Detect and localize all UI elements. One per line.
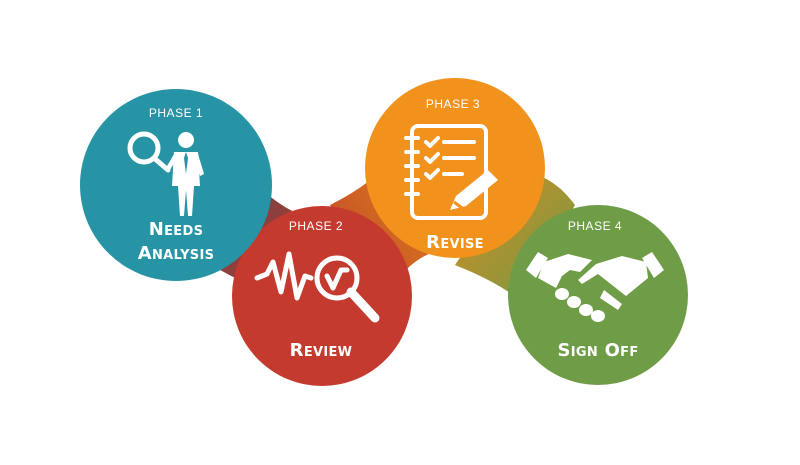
handshake-icon — [526, 252, 664, 322]
magnifier-person-icon — [127, 131, 204, 216]
phase-1-label: PHASE 1 — [148, 106, 204, 120]
checklist-pencil-icon — [404, 124, 498, 220]
phase-1-title-line1: Needs — [148, 219, 204, 240]
phase-2-title: Review — [289, 340, 353, 361]
phase-1-title-line2: Analysis — [137, 243, 215, 264]
phase-3-title: Revise — [426, 232, 484, 253]
phase-3-circle — [365, 78, 545, 258]
phase-2-label: PHASE 2 — [288, 219, 344, 233]
phase-2-circle — [232, 206, 412, 386]
phase-1-title: Needs Analysis — [91, 218, 261, 266]
phase-4-label: PHASE 4 — [567, 219, 623, 233]
phase-4-title: Sign Off — [557, 340, 639, 361]
phase-4-circle — [508, 205, 688, 385]
waveform-magnifier-icon — [254, 251, 380, 323]
phase-3-label: PHASE 3 — [425, 97, 481, 111]
